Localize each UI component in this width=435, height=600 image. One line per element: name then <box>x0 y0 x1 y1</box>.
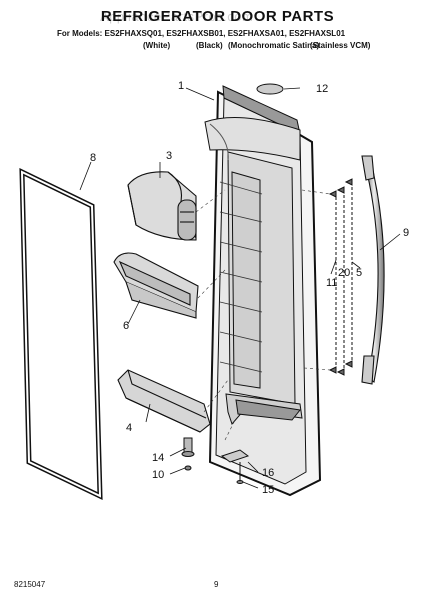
callout-11: 11 <box>326 277 337 289</box>
callout-6: 6 <box>123 320 129 332</box>
callout-15: 15 <box>262 484 274 496</box>
callout-5: 5 <box>356 267 362 279</box>
lower-hinge-parts <box>181 437 250 484</box>
dairy-compartment <box>127 171 197 241</box>
door-top-cap <box>256 83 284 95</box>
variant-stainless-vcm: (Stainless VCM) <box>310 41 371 50</box>
callout-12: 12 <box>316 83 328 95</box>
callout-20: 20 <box>338 267 350 279</box>
door-bin <box>113 252 199 319</box>
variant-monochromatic-satina: (Monochromatic Satina) <box>228 41 320 50</box>
door-gasket <box>19 167 103 501</box>
handle-mounting-hardware <box>328 178 353 376</box>
models-line: For Models: ES2FHAXSQ01, ES2FHAXSB01, ES… <box>57 29 346 38</box>
lower-door-shelf <box>117 369 211 433</box>
callout-4: 4 <box>126 422 132 434</box>
page-number: 9 <box>214 580 219 589</box>
callout-3: 3 <box>166 150 172 162</box>
page-title: REFRIGERATOR DOOR PARTS <box>100 8 335 25</box>
callout-14: 14 <box>152 452 164 464</box>
variant-black: (Black) <box>196 41 223 50</box>
callout-9: 9 <box>403 227 409 239</box>
callout-16: 16 <box>262 467 274 479</box>
callout-10: 10 <box>152 469 164 481</box>
callout-1: 1 <box>178 80 184 92</box>
door-liner <box>204 85 322 497</box>
callout-8: 8 <box>90 152 96 164</box>
watermark: AppliancePartsPros.com <box>100 9 254 24</box>
doc-number: 8215047 <box>14 580 46 589</box>
door-handle <box>361 155 385 385</box>
callout-leaders <box>79 87 401 489</box>
assembly-guide-lines <box>195 189 331 441</box>
variant-white: (White) <box>143 41 171 50</box>
